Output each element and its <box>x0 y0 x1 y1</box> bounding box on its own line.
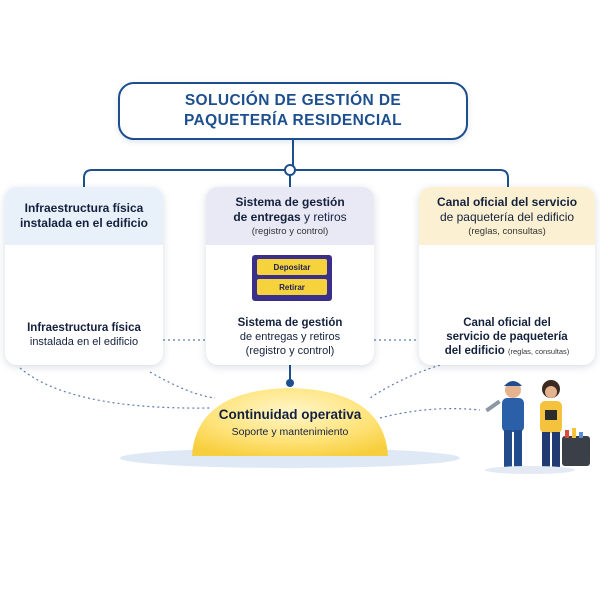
channel-head-line-1: Canal oficial del servicio <box>436 194 578 209</box>
solution-title: SOLUCIÓN DE GESTIÓN DE PAQUETERÍA RESIDE… <box>118 82 468 140</box>
continuity-dome <box>192 388 388 456</box>
mgmt-head-line-2-bold: de entregas <box>233 209 301 224</box>
title-line-2: PAQUETERÍA RESIDENCIAL <box>183 112 403 129</box>
infrastructure-card-header: Infraestructura física instalada en el e… <box>5 187 163 245</box>
mgmt-head-line-2: de entregas y retiros <box>233 210 346 225</box>
infra-foot-line-2: instalada en el edificio <box>29 336 139 348</box>
withdraw-button[interactable]: Retirar <box>257 279 327 295</box>
laptop-screen: Depositar Retirar <box>252 255 332 301</box>
management-card-footer: Sistema de gestión de entregas y retiros… <box>206 316 374 358</box>
mgmt-head-line-1: Sistema de gestión <box>235 194 345 209</box>
channel-foot-small: (reglas, consultas) <box>508 347 570 356</box>
mgmt-head-line-3: (registro y control) <box>251 225 329 237</box>
infra-foot-line-1: Infraestructura física <box>27 322 141 334</box>
continuity-title: Continuidad operativa <box>218 407 362 422</box>
channel-foot-line-3-text: del edificio <box>444 345 505 357</box>
channel-head-line-2: de paquetería del edificio <box>439 209 575 224</box>
channel-card-header: Canal oficial del servicio de paquetería… <box>419 187 595 245</box>
infra-head-line-1: Infraestructura física <box>24 201 144 215</box>
technicians-illustration <box>485 380 590 474</box>
channel-foot-line-2: servicio de paquetería <box>446 331 568 343</box>
deposit-button[interactable]: Depositar <box>257 259 327 275</box>
continuity-subtitle: Soporte y mantenimiento <box>231 426 349 438</box>
infra-head-line-2: instalada en el edificio <box>19 216 149 230</box>
continuity-label: Continuidad operativa Soporte y mantenim… <box>205 406 375 440</box>
channel-head-line-3: (reglas, consultas) <box>468 225 546 237</box>
channel-card-footer: Canal oficial del servicio de paquetería… <box>419 316 595 359</box>
title-line-1: SOLUCIÓN DE GESTIÓN DE <box>184 92 402 109</box>
management-card-header: Sistema de gestión de entregas y retiros… <box>206 187 374 245</box>
infrastructure-card-footer: Infraestructura física instalada en el e… <box>5 321 163 349</box>
channel-foot-line-1: Canal oficial del <box>463 317 551 329</box>
mgmt-foot-line-3: (registro y control) <box>245 345 335 357</box>
mgmt-foot-line-1: Sistema de gestión <box>237 317 343 329</box>
mgmt-head-line-2-rest: y retiros <box>300 209 347 224</box>
mgmt-foot-line-2: de entregas y retiros <box>239 331 341 343</box>
channel-foot-line-3: del edificio (reglas, consultas) <box>419 344 595 359</box>
official-channel-card: Canal oficial del servicio de paquetería… <box>419 187 595 365</box>
infrastructure-card: Infraestructura física instalada en el e… <box>5 187 163 365</box>
